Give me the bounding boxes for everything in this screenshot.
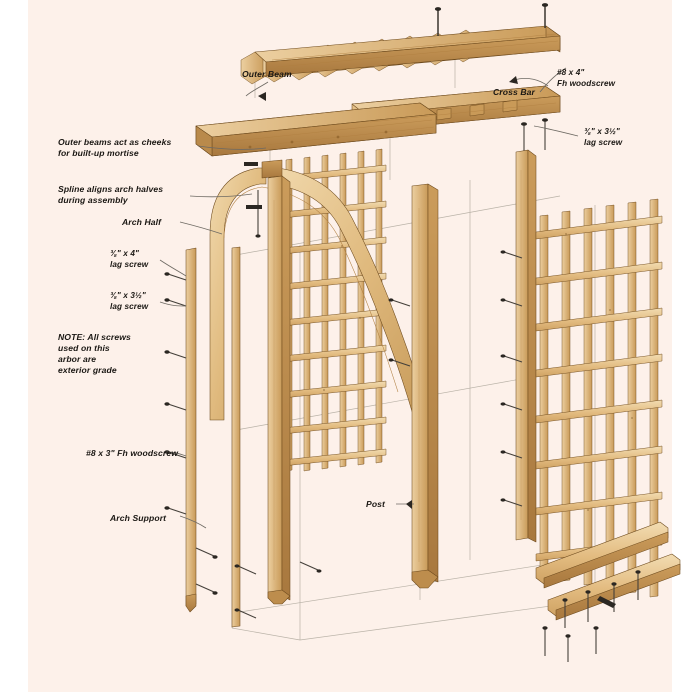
bottom-rail-exploded — [234, 250, 681, 662]
arch-support-screws — [164, 272, 218, 595]
label-cross-bar: Cross Bar — [493, 87, 536, 97]
outer-beam-assembly — [195, 85, 561, 157]
label-cheeks-line1: Outer beams act as cheeks — [58, 137, 171, 147]
label-screw-8x4-line1: #8 x 4" — [557, 68, 584, 77]
label-lag-38x312-right-line1: ⅜" x 3½" — [584, 127, 620, 136]
screw-8x4-callout-pins — [434, 3, 549, 36]
posts — [231, 149, 537, 628]
label-note-line3: arbor are — [58, 354, 96, 364]
label-spline-line2: during assembly — [58, 195, 129, 205]
label-arch-support: Arch Support — [109, 513, 167, 523]
center-post-screws — [388, 298, 411, 367]
bottom-rail-screws — [542, 570, 641, 662]
label-note-line2: used on this — [58, 343, 110, 353]
label-arch-half: Arch Half — [121, 217, 162, 227]
cross-bar-assembly — [240, 3, 561, 85]
post-screws — [234, 561, 322, 619]
label-outer-beam: Outer Beam — [242, 69, 292, 79]
label-screw-8x3: #8 x 3" Fh woodscrew — [86, 448, 179, 458]
label-spline-line1: Spline aligns arch halves — [58, 184, 163, 194]
lag-screw-right-beam — [521, 118, 548, 152]
label-cheeks-line2: for built-up mortise — [58, 148, 139, 158]
label-lag-38x4-line1: ⅜" x 4" — [110, 249, 139, 258]
label-note-line1: NOTE: All screws — [58, 332, 131, 342]
label-lag-38x4-line2: lag screw — [110, 260, 149, 269]
label-post: Post — [366, 499, 386, 509]
side-lattice-panel — [535, 198, 663, 598]
leader-lines — [159, 67, 579, 529]
label-lag-38x312-left-line2: lag screw — [110, 302, 149, 311]
label-note-line4: exterior grade — [58, 365, 117, 375]
trellis-edge-screws — [500, 250, 523, 507]
label-screw-8x4-line2: Fh woodscrew — [557, 79, 616, 88]
label-lag-38x312-right-line2: lag screw — [584, 138, 623, 147]
label-lag-38x312-left-line1: ⅜" x 3½" — [110, 291, 146, 300]
